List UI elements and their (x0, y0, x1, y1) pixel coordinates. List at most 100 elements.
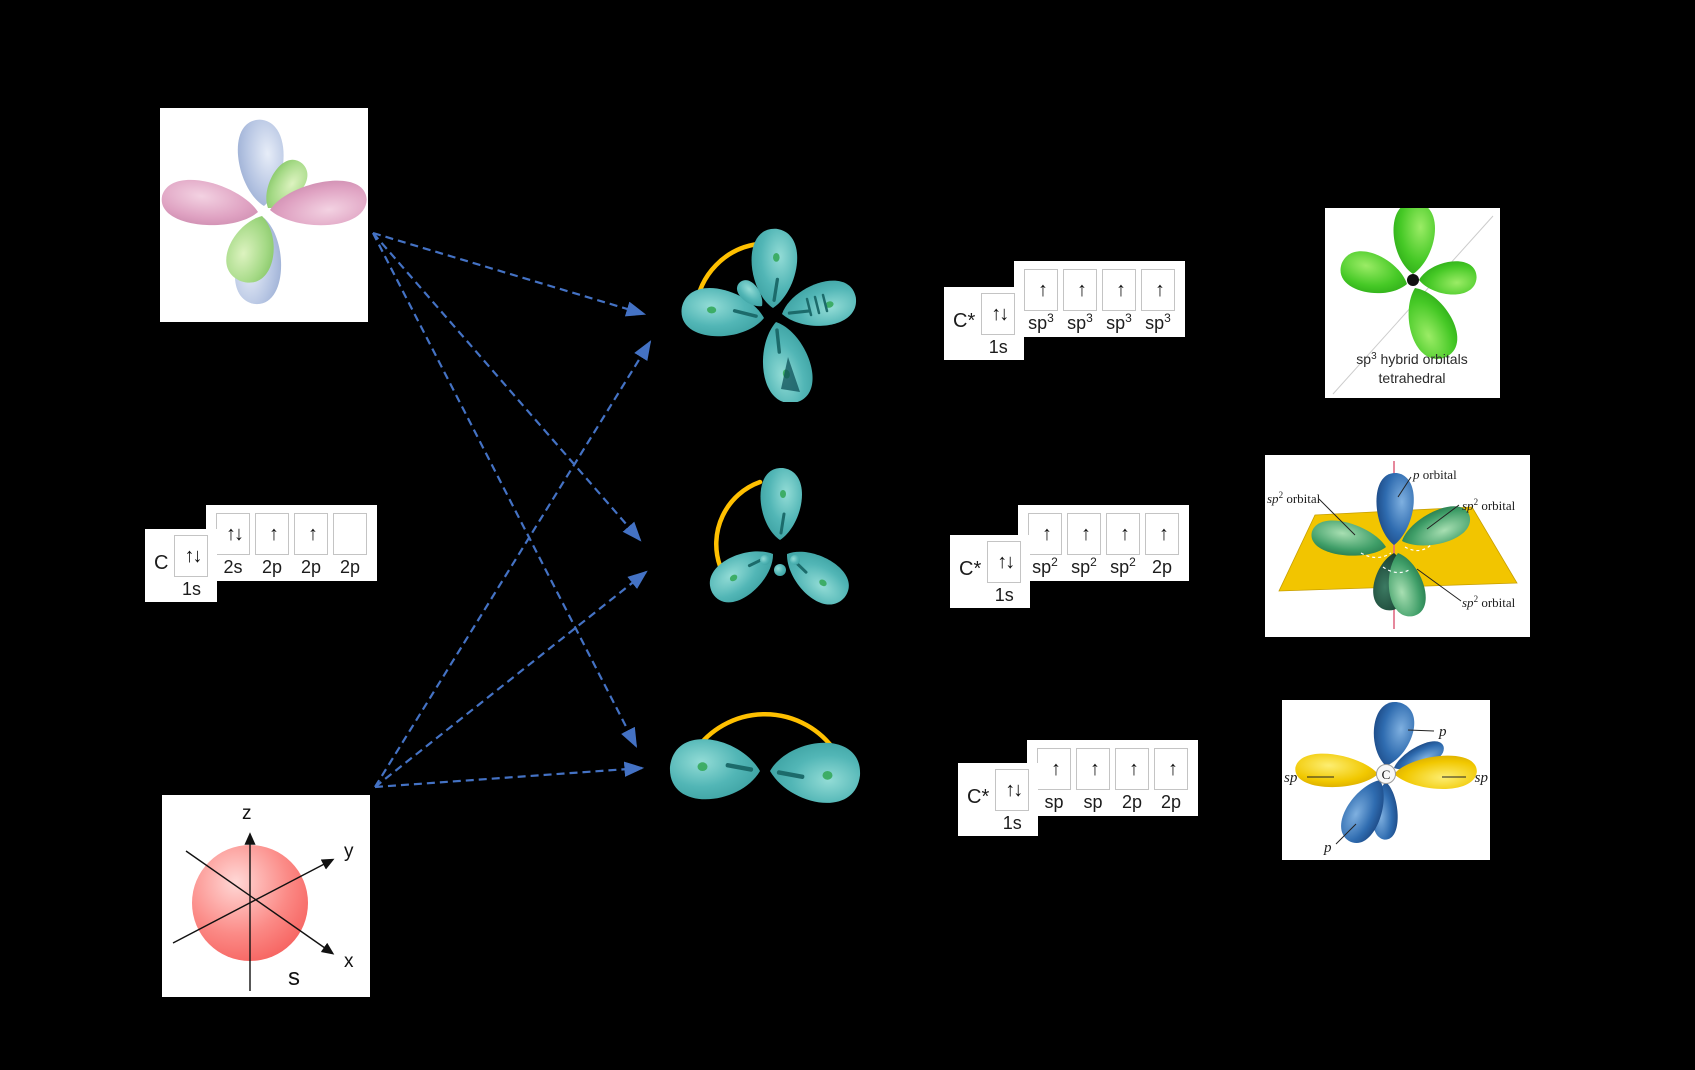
orbital-label: 2p (339, 557, 361, 577)
orbital-label: 2p (300, 557, 322, 577)
orbital-label: 2p (261, 557, 283, 577)
sp-hybrid-lobes (663, 711, 868, 828)
orbital-box-1s: ↑↓ (987, 541, 1022, 583)
dashed-arrow (372, 232, 638, 748)
sp2-orbital-label-left: sp2 orbital (1267, 490, 1321, 506)
y-axis-label: y (344, 841, 354, 862)
s-orbital-label: s (288, 964, 300, 991)
central-atom-circle (1376, 764, 1396, 784)
p-orbitals-image (160, 108, 368, 322)
orbital-label-1s: 1s (1002, 813, 1022, 833)
orbital-label: sp3 (1145, 311, 1171, 333)
x-axis-label: x (344, 951, 354, 972)
dashed-arrow (374, 340, 652, 788)
sp3-hybrid-lobes (678, 222, 868, 402)
orbital-label: sp3 (1067, 311, 1093, 333)
core-box-panel: C* ↑↓ 1s (950, 535, 1031, 608)
orbital-box: ↑ (1076, 748, 1110, 790)
p-orbital-label: p orbital (1412, 467, 1457, 482)
electron-arrows: ↑ (1116, 278, 1126, 301)
electron-arrows: ↑ (1051, 757, 1061, 780)
sp-linear-image: p sp sp p C (1282, 700, 1490, 860)
dashed-arrow (372, 231, 647, 317)
orbital-box (333, 513, 367, 555)
core-box-panel: C* ↑↓ 1s (958, 763, 1039, 836)
electron-arrows: ↑ (1120, 522, 1130, 545)
p-label-bottom: p (1323, 840, 1332, 856)
orbital-box: ↑ (1024, 269, 1058, 311)
orbital-label: sp2 (1110, 555, 1136, 577)
electron-arrows: ↑ (1168, 757, 1178, 780)
dashed-arrow (374, 570, 648, 788)
element-label: C* (967, 786, 990, 808)
sp-label-left: sp (1284, 770, 1298, 786)
core-box-panel: C* ↑↓ 1s (944, 287, 1025, 360)
orbital-box-1s: ↑↓ (174, 535, 209, 577)
orbital-box: ↑ (255, 513, 289, 555)
valence-box-panel: ↑ sp3 ↑ sp3 ↑ sp3 ↑ sp3 (1014, 261, 1185, 337)
electron-arrows: ↑ (1090, 757, 1100, 780)
orbital-box: ↑ (1037, 748, 1071, 790)
central-atom-dot (1407, 274, 1419, 286)
orbital-box: ↑ (1141, 269, 1175, 311)
dashed-arrow (372, 232, 642, 542)
orbital-box: ↑ (1028, 513, 1062, 555)
electron-arrows: ↑ (1077, 278, 1087, 301)
orbital-box-1s: ↑↓ (995, 769, 1030, 811)
orbital-label: sp2 (1071, 555, 1097, 577)
sp2-orbital-label-bottom: sp2 orbital (1462, 594, 1516, 610)
z-axis-label: z (242, 803, 252, 824)
valence-box-panel: ↑↓ 2s ↑ 2p ↑ 2p 2p (206, 505, 377, 581)
element-label: C* (953, 310, 976, 332)
sp3-caption-line2: tetrahedral (1379, 370, 1446, 386)
valence-box-panel: ↑ sp2 ↑ sp2 ↑ sp2 ↑ 2p (1018, 505, 1189, 581)
orbital-label: sp (1083, 792, 1103, 812)
lobe-shadow (781, 357, 800, 392)
electron-arrows: ↑ (1042, 522, 1052, 545)
dashed-arrow (374, 761, 645, 789)
orbital-box: ↑ (1102, 269, 1136, 311)
electron-arrows: ↑ (1159, 522, 1169, 545)
orbital-box: ↑ (1067, 513, 1101, 555)
bond-angle-arc (714, 479, 763, 569)
orbital-label: 2p (1160, 792, 1182, 812)
sp3-caption-line1: sp3 hybrid orbitals (1356, 351, 1467, 367)
sp3-lobe-up (1393, 208, 1435, 274)
orbital-label: 2s (223, 557, 243, 577)
central-atom-label: C (1382, 767, 1391, 782)
electron-arrows: ↑↓ (991, 302, 1009, 325)
orbital-label-1s: 1s (988, 337, 1008, 357)
core-box-panel: C ↑↓ 1s (145, 529, 218, 602)
orbital-box: ↑ (1154, 748, 1188, 790)
electron-arrows: ↑ (1129, 757, 1139, 780)
orbital-label: sp3 (1028, 311, 1054, 333)
sp3-tetrahedral-image: sp3 hybrid orbitals tetrahedral (1325, 208, 1500, 398)
orbital-box: ↑ (1145, 513, 1179, 555)
sp-lobe-left (1294, 752, 1379, 790)
y-axis (172, 858, 335, 944)
sp2-hybrid-lobes (698, 468, 863, 618)
sp3-lobe-right (1417, 259, 1478, 298)
electron-arrows: ↑↓ (997, 550, 1015, 573)
electron-arrows: ↑ (1038, 278, 1048, 301)
element-label: C* (959, 558, 982, 580)
orbital-box: ↑ (1106, 513, 1140, 555)
electron-arrows: ↑↓ (1005, 778, 1023, 801)
electron-arrows: ↑ (1155, 278, 1165, 301)
orbital-label: 2p (1121, 792, 1143, 812)
x-axis (185, 850, 335, 955)
bond-angle-arc (692, 711, 838, 754)
element-label: C (154, 552, 169, 574)
sp2-orbital-label-right: sp2 orbital (1462, 497, 1516, 513)
orbital-box: ↑ (1063, 269, 1097, 311)
valence-box-panel: ↑ sp ↑ sp ↑ 2p ↑ 2p (1027, 740, 1198, 816)
orbital-box-1s: ↑↓ (981, 293, 1016, 335)
orbital-box: ↑ (1115, 748, 1149, 790)
electron-arrows: ↑ (308, 522, 318, 545)
orbital-box: ↑ (294, 513, 328, 555)
orbital-label-1s: 1s (994, 585, 1014, 605)
electron-arrows: ↑ (269, 522, 279, 545)
s-orbital-image: z y x s (162, 795, 370, 997)
